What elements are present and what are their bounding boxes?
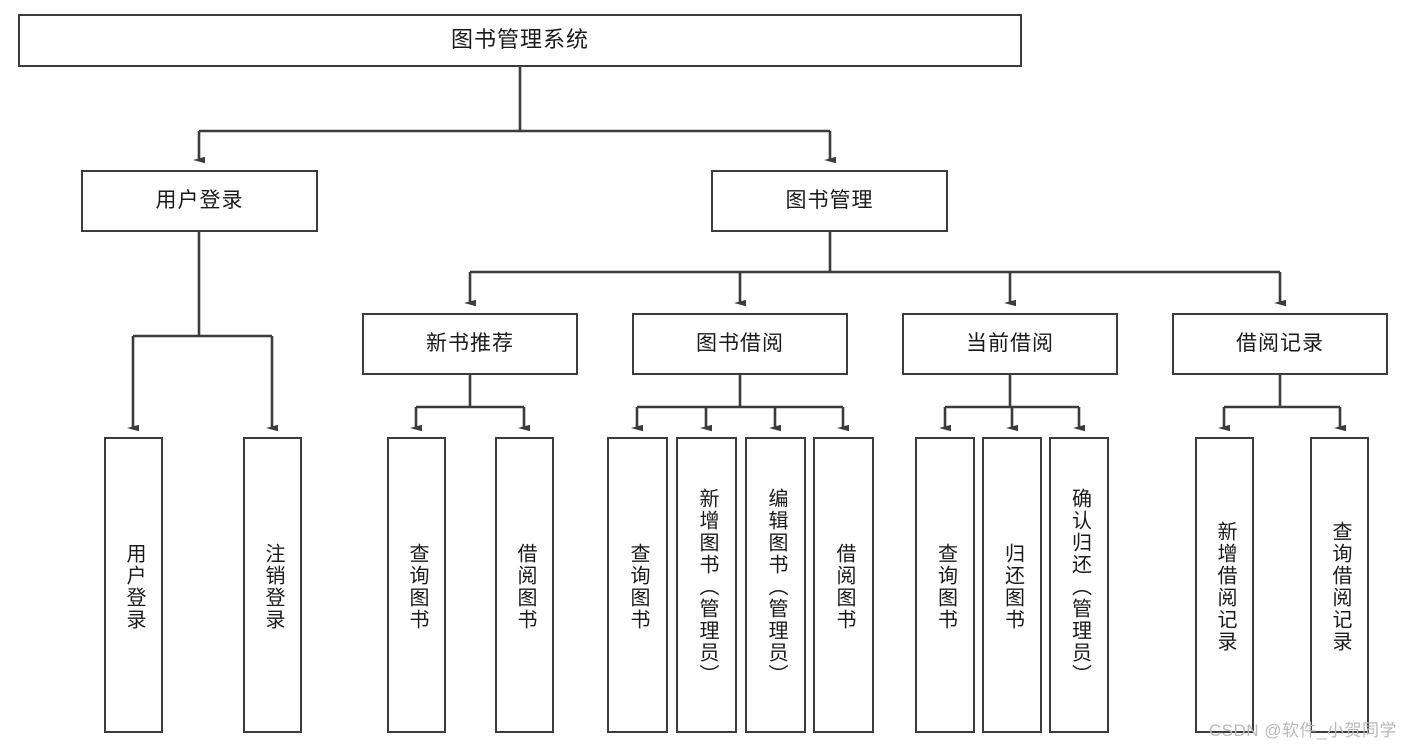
leaf-label: 归还图书 xyxy=(1001,543,1024,631)
leaf-new-book-query[interactable]: 查询图书 xyxy=(387,437,446,733)
leaf-current-borrow-return[interactable]: 归还图书 xyxy=(982,437,1042,733)
node-user-login[interactable]: 用户登录 xyxy=(81,170,318,232)
leaf-label: 新增借阅记录 xyxy=(1214,521,1236,653)
leaf-new-book-borrow[interactable]: 借阅图书 xyxy=(495,437,554,733)
leaf-label: 查询借阅记录 xyxy=(1329,521,1351,653)
node-book-borrow-label: 图书借阅 xyxy=(696,332,784,356)
node-user-login-label: 用户登录 xyxy=(155,189,244,213)
node-new-book-recommend[interactable]: 新书推荐 xyxy=(362,313,578,375)
node-new-book-recommend-label: 新书推荐 xyxy=(426,332,514,356)
leaf-label: 查询图书 xyxy=(627,543,649,631)
leaf-current-borrow-confirm-return[interactable]: 确认归还（管理员） xyxy=(1049,437,1109,733)
node-borrow-record[interactable]: 借阅记录 xyxy=(1172,313,1388,375)
leaf-label: 查询图书 xyxy=(406,543,428,631)
leaf-user-login-signin[interactable]: 用户登录 xyxy=(104,437,163,733)
node-borrow-record-label: 借阅记录 xyxy=(1236,332,1324,356)
leaf-user-login-signout[interactable]: 注销登录 xyxy=(243,437,302,733)
node-book-borrow[interactable]: 图书借阅 xyxy=(632,313,848,375)
node-current-borrow[interactable]: 当前借阅 xyxy=(902,313,1118,375)
leaf-label: 查询图书 xyxy=(934,543,957,631)
leaf-label: 新增图书（管理员） xyxy=(696,488,718,686)
leaf-borrow-record-query[interactable]: 查询借阅记录 xyxy=(1310,437,1369,733)
node-book-management-label: 图书管理 xyxy=(785,189,874,213)
leaf-label: 编辑图书（管理员） xyxy=(765,488,787,686)
csdn-watermark: CSDN @软件_小贺同学 xyxy=(1208,721,1397,740)
leaf-borrow-record-add[interactable]: 新增借阅记录 xyxy=(1195,437,1254,733)
leaf-current-borrow-query[interactable]: 查询图书 xyxy=(915,437,975,733)
node-book-management[interactable]: 图书管理 xyxy=(711,170,948,232)
leaf-label: 借阅图书 xyxy=(833,543,855,631)
leaf-book-borrow-add[interactable]: 新增图书（管理员） xyxy=(676,437,737,733)
leaf-label: 借阅图书 xyxy=(514,543,536,631)
node-current-borrow-label: 当前借阅 xyxy=(966,332,1054,356)
leaf-book-borrow-borrow[interactable]: 借阅图书 xyxy=(813,437,874,733)
leaf-book-borrow-query[interactable]: 查询图书 xyxy=(607,437,668,733)
node-root-label: 图书管理系统 xyxy=(450,27,589,53)
node-root[interactable]: 图书管理系统 xyxy=(18,14,1022,67)
leaf-label: 用户登录 xyxy=(123,543,145,631)
leaf-label: 确认归还（管理员） xyxy=(1068,488,1091,686)
leaf-label: 注销登录 xyxy=(262,543,284,631)
leaf-book-borrow-edit[interactable]: 编辑图书（管理员） xyxy=(745,437,806,733)
